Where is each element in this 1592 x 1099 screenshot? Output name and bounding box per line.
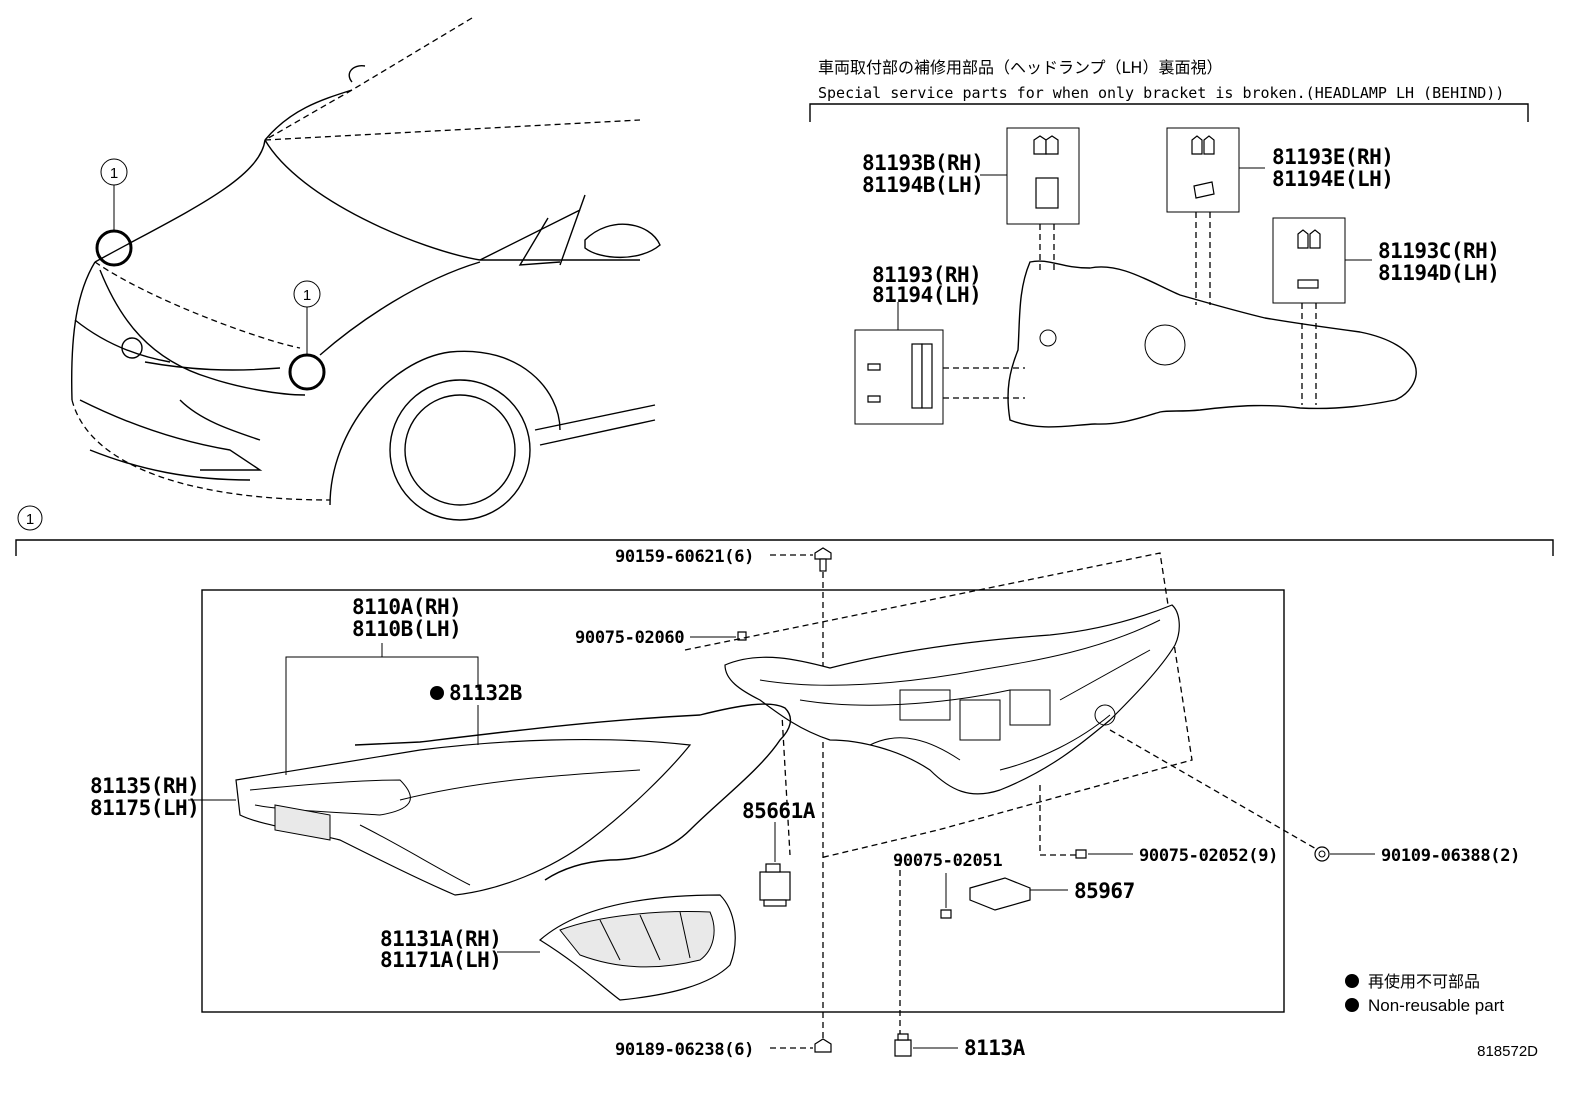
legend-jp: 再使用不可部品 xyxy=(1368,972,1480,991)
label-90075-02060: 90075-02060 xyxy=(575,628,684,648)
callout-number: 1 xyxy=(303,287,311,304)
bracket-e-icon xyxy=(1191,135,1215,199)
label-85661a: 85661A xyxy=(742,799,816,823)
headlamp-back-outline xyxy=(1007,260,1417,428)
label-81193c: 81193C(RH) xyxy=(1378,239,1499,263)
callout-number: 1 xyxy=(110,165,118,182)
label-81171a: 81171A(LH) xyxy=(380,948,501,972)
label-85967: 85967 xyxy=(1074,879,1135,903)
bolt-top-icon xyxy=(814,547,832,572)
inset-title-jp: 車両取付部の補修用部品（ヘッドランプ（LH）裏面視） xyxy=(818,58,1222,77)
label-8113a: 8113A xyxy=(964,1036,1026,1060)
bracket-service-inset: 車両取付部の補修用部品（ヘッドランプ（LH）裏面視） Special servi… xyxy=(809,58,1529,428)
inset-title-en: Special service parts for when only brac… xyxy=(818,84,1504,102)
vehicle-front-illustration: 1 1 xyxy=(71,17,661,521)
headlamp-housing xyxy=(724,604,1180,795)
label-81194e: 81194E(LH) xyxy=(1272,167,1393,191)
headlamp-exploded-section: 1 90159-60621(6) 90189-06238(6) 8113A xyxy=(15,505,1554,1060)
label-90189-06238: 90189-06238(6) xyxy=(615,1040,754,1060)
legend-en: Non-reusable part xyxy=(1368,996,1504,1015)
bracket-base-icon xyxy=(867,343,933,409)
bolt-bottom-icon xyxy=(814,1038,832,1053)
label-81194b: 81194B(LH) xyxy=(862,173,983,197)
label-81193b: 81193B(RH) xyxy=(862,151,983,175)
label-90159-60621: 90159-60621(6) xyxy=(615,547,754,567)
bracket-c-icon xyxy=(1297,229,1321,289)
clip-icon xyxy=(894,1033,912,1057)
assembly-frame xyxy=(201,589,1285,1013)
headlamp-lens xyxy=(235,738,692,896)
module-icon xyxy=(969,877,1031,911)
label-90075-02052: 90075-02052(9) xyxy=(1139,846,1278,866)
label-90075-02051: 90075-02051 xyxy=(893,851,1002,871)
nut-icon xyxy=(1314,846,1330,862)
gasket-outline xyxy=(354,703,792,881)
label-81135: 81135(RH) xyxy=(90,774,199,798)
bulb-icon xyxy=(759,863,791,907)
label-81194: 81194(LH) xyxy=(872,283,981,307)
label-81193e: 81193E(RH) xyxy=(1272,145,1393,169)
label-81132b: 81132B xyxy=(449,681,522,705)
screw-c-icon xyxy=(1075,849,1087,859)
bracket-b-icon xyxy=(1033,135,1059,209)
label-81193: 81193(RH) xyxy=(872,263,981,287)
screw-b-icon xyxy=(940,909,952,919)
lower-cover xyxy=(538,894,736,1001)
label-81194d: 81194D(LH) xyxy=(1378,261,1499,285)
label-81175: 81175(LH) xyxy=(90,796,199,820)
diagram-reference: 818572D xyxy=(1477,1043,1538,1060)
label-8110a: 8110A(RH) xyxy=(352,595,461,619)
label-90109-06388: 90109-06388(2) xyxy=(1381,846,1520,866)
section-callout-number: 1 xyxy=(26,511,34,528)
label-81131a: 81131A(RH) xyxy=(380,927,501,951)
label-8110b: 8110B(LH) xyxy=(352,617,461,641)
legend: 再使用不可部品 Non-reusable part xyxy=(1345,972,1504,1015)
